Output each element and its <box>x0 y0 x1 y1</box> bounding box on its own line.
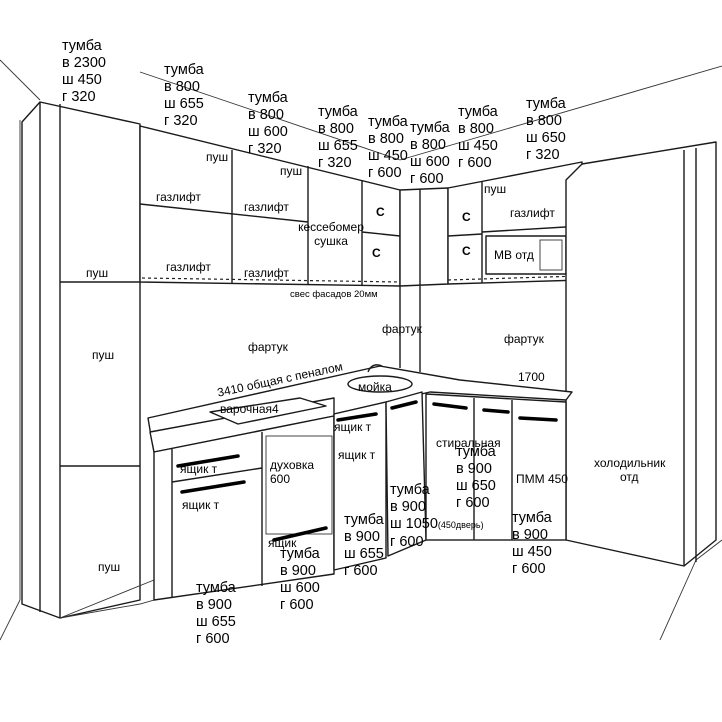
label-push: пуш <box>206 150 229 164</box>
label-c-mark: С <box>462 210 471 224</box>
microwave-panel <box>539 239 563 271</box>
room-guide-line <box>695 539 722 561</box>
door-handle <box>518 416 558 422</box>
overhang-line <box>141 277 401 283</box>
label-apron: фартук <box>248 340 288 354</box>
drawer-handle <box>176 454 240 468</box>
room-guide-line <box>399 65 722 161</box>
sink-base <box>333 401 387 571</box>
drawer-handle <box>336 412 378 422</box>
label-push: пуш <box>484 182 507 196</box>
corner-wall-cabinet <box>399 187 449 287</box>
label-push: пуш <box>280 164 303 178</box>
faucet <box>367 364 383 373</box>
label-c-mark: С <box>372 246 381 260</box>
label-microwave: МВ отд <box>494 248 534 262</box>
label-oven: духовка <box>270 458 315 472</box>
label-fridge-detached: отд <box>620 470 639 484</box>
label-drawer: ящик т <box>334 420 372 434</box>
overhang-line <box>447 275 581 281</box>
wall-cabinet-split <box>447 233 483 237</box>
drawer-handle <box>272 526 328 542</box>
room-guide-line <box>139 71 401 161</box>
label-apron: фартук <box>382 322 422 336</box>
label-drawer: ящик т <box>338 448 376 462</box>
wall-cabinet-split <box>139 203 309 223</box>
label-gaslift: газлифт <box>510 206 555 220</box>
label-push: пуш <box>98 560 121 574</box>
label-drawer: ящик т <box>182 498 220 512</box>
drawer-handle <box>180 480 246 494</box>
wall-cabinet-split <box>361 231 401 237</box>
label-sink: мойка <box>358 380 392 394</box>
label-push: пуш <box>86 266 109 280</box>
hob <box>209 397 327 425</box>
label-oven-size: 600 <box>270 472 291 486</box>
label-apron: фартук <box>504 332 544 346</box>
label-gaslift: газлифт <box>166 260 211 274</box>
label-right-length: 1700 <box>518 370 545 384</box>
label-push: пуш <box>92 348 115 362</box>
label-c-mark: С <box>376 205 385 219</box>
label-drawer-short: ящик <box>268 536 297 550</box>
label-hob: варочная4 <box>220 402 279 416</box>
label-overhang: свес фасадов 20мм <box>290 289 378 300</box>
label-washer: стиральная <box>436 436 501 450</box>
label-gaslift: газлифт <box>244 200 289 214</box>
drawer-split <box>171 467 263 483</box>
label-drawer: ящик т <box>180 462 218 476</box>
label-dishwasher: ПММ 450 <box>516 472 568 486</box>
label-dryer: кессебомер сушка <box>298 220 364 248</box>
room-guide-line <box>0 59 41 101</box>
microwave <box>485 235 567 275</box>
fridge <box>565 141 717 567</box>
label-c-mark: С <box>462 244 471 258</box>
door-handle <box>432 402 468 410</box>
label-gaslift: газлифт <box>244 266 289 280</box>
door-handle <box>482 408 510 414</box>
room-guide-line <box>0 599 21 641</box>
room-guide-line <box>659 559 697 641</box>
label-fridge: холодильник <box>594 456 666 470</box>
sink <box>347 375 413 393</box>
drawer-handle <box>390 400 418 410</box>
label-gaslift: газлифт <box>156 190 201 204</box>
